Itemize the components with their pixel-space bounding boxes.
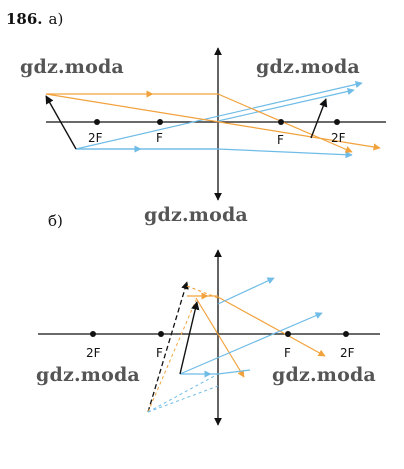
blue-ray-a-through-center xyxy=(75,80,363,150)
virtual-image-arrow-b xyxy=(147,281,189,413)
watermark-b-right: gdz.moda xyxy=(272,364,376,386)
image-arrow-a xyxy=(310,98,328,139)
blue-ray-b-upper xyxy=(217,277,275,305)
watermark-a-left: gdz.moda xyxy=(20,56,124,78)
blue-ray-a-refracted xyxy=(217,148,353,159)
label-f-right-b: F xyxy=(284,346,291,360)
watermark-b-left: gdz.moda xyxy=(36,364,140,386)
label-f-right-a: F xyxy=(277,133,284,147)
point-2f-left-a xyxy=(94,119,100,125)
blue-ray-a-upper xyxy=(217,87,355,122)
part-b-diagram: 2F F F 2F gdz.moda gdz.moda xyxy=(36,249,380,426)
blue-ray-b-back-2 xyxy=(147,385,219,413)
object-arrow-a xyxy=(45,95,77,150)
point-2f-right-a xyxy=(334,119,340,125)
label-2f-left-a: 2F xyxy=(88,131,103,145)
part-b-label: б) xyxy=(48,212,63,230)
orange-ray-b-back xyxy=(147,299,197,413)
part-a-diagram: 2F F F 2F gdz.moda gdz.moda gdz.moda xyxy=(20,47,386,226)
blue-ray-b-back-1 xyxy=(147,373,219,413)
orange-ray-a-refracted xyxy=(217,93,353,153)
label-2f-left-b: 2F xyxy=(86,346,101,360)
blue-ray-b-refracted xyxy=(217,369,251,375)
point-2f-right-b xyxy=(343,331,349,337)
point-f-right-a xyxy=(278,119,284,125)
problem-number: 186. xyxy=(6,10,43,28)
point-f-left-b xyxy=(158,331,164,337)
orange-ray-b-refracted xyxy=(217,296,326,357)
label-f-left-b: F xyxy=(156,346,163,360)
part-a-label: а) xyxy=(49,10,64,28)
point-f-left-a xyxy=(157,119,163,125)
label-2f-right-a: 2F xyxy=(331,131,346,145)
point-2f-left-b xyxy=(90,331,96,337)
object-arrow-b xyxy=(179,301,200,375)
point-f-right-b xyxy=(285,331,291,337)
watermark-middle: gdz.moda xyxy=(144,204,248,226)
blue-ray-b-through-center xyxy=(179,312,323,375)
label-f-left-a: F xyxy=(156,131,163,145)
watermark-a-right: gdz.moda xyxy=(256,56,360,78)
label-2f-right-b: 2F xyxy=(340,346,355,360)
problem-header: 186. а) xyxy=(6,10,63,28)
orange-ray-a-through-center xyxy=(45,93,381,151)
orange-ray-b-through-center xyxy=(195,297,245,378)
